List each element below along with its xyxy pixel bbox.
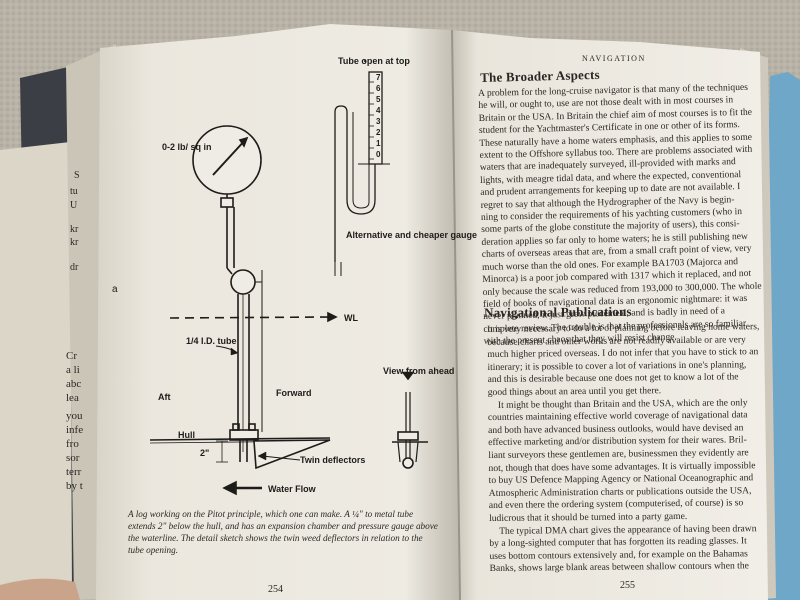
fragment: lea [66,392,79,404]
label-aft: Aft [158,392,171,402]
caption-line: the waterline. The detail sketch shows t… [128,533,423,543]
label-twin-deflectors: Twin deflectors [300,455,365,465]
caption-line: extends 2" below the hull, and has an ex… [128,521,438,531]
label-alternative-gauge: Alternative and cheaper gauge [346,230,477,240]
caption-line: A log working on the Pitot principle, wh… [128,509,414,519]
scale-3: 3 [376,117,381,126]
under-book-page [0,142,72,598]
hull-line [149,437,331,441]
fragment: U [70,200,78,211]
deflector [253,439,331,470]
label-margin-a: a [112,284,118,295]
caption-line: tube opening. [128,545,179,555]
label-forward: Forward [276,388,312,398]
scale-2: 2 [376,128,381,137]
scale-5: 5 [376,95,381,104]
u-tube-gauge [334,105,376,262]
fragment: infe [66,424,84,436]
scale-0: 0 [376,150,381,159]
figure-caption: A log working on the Pitot principle, wh… [128,508,448,556]
label-wl: WL [344,313,358,323]
fragment: dr [70,262,79,273]
gutter [451,29,461,600]
section-title-navigational-publications: Navigational Publications [484,303,632,320]
label-tube-id: 1/4 I.D. tube [186,336,237,346]
fragment: a li [66,364,80,376]
fragment: Cr [66,350,77,362]
label-two-inch: 2" [200,448,209,458]
fragment: by t [66,480,83,492]
hand [0,578,80,600]
fragment: kr [70,237,79,248]
label-tube-open: Tube open at top [338,56,410,66]
label-hull: Hull [178,430,195,440]
fragment: S [74,170,80,181]
waterline [169,316,333,319]
scale-7: 7 [376,73,381,82]
section-navigational-publications-body: It is very necessary to do a lot of plan… [487,321,762,576]
scale-1: 1 [376,139,381,148]
label-view-from-ahead: View from ahead [383,366,454,376]
pitot-log-diagram [149,60,428,496]
scale-6: 6 [376,84,381,93]
expansion-chamber [230,269,256,295]
fragment: terr [66,466,82,478]
section-title-broader-aspects: The Broader Aspects [480,66,600,85]
fragment: fro [66,438,79,450]
fragment: you [66,410,83,422]
scale-4: 4 [376,106,381,115]
right-page-number: 255 [620,580,635,591]
fragment: sor [66,452,80,464]
fragment: abc [66,378,82,390]
fragment: tu [70,186,78,197]
label-gauge: 0-2 lb/ sq in [162,142,212,152]
left-page-number: 254 [268,584,283,595]
label-water-flow: Water Flow [268,484,317,494]
right-page [452,30,768,600]
running-head: NAVIGATION [582,54,646,63]
fragment: kr [70,224,79,235]
